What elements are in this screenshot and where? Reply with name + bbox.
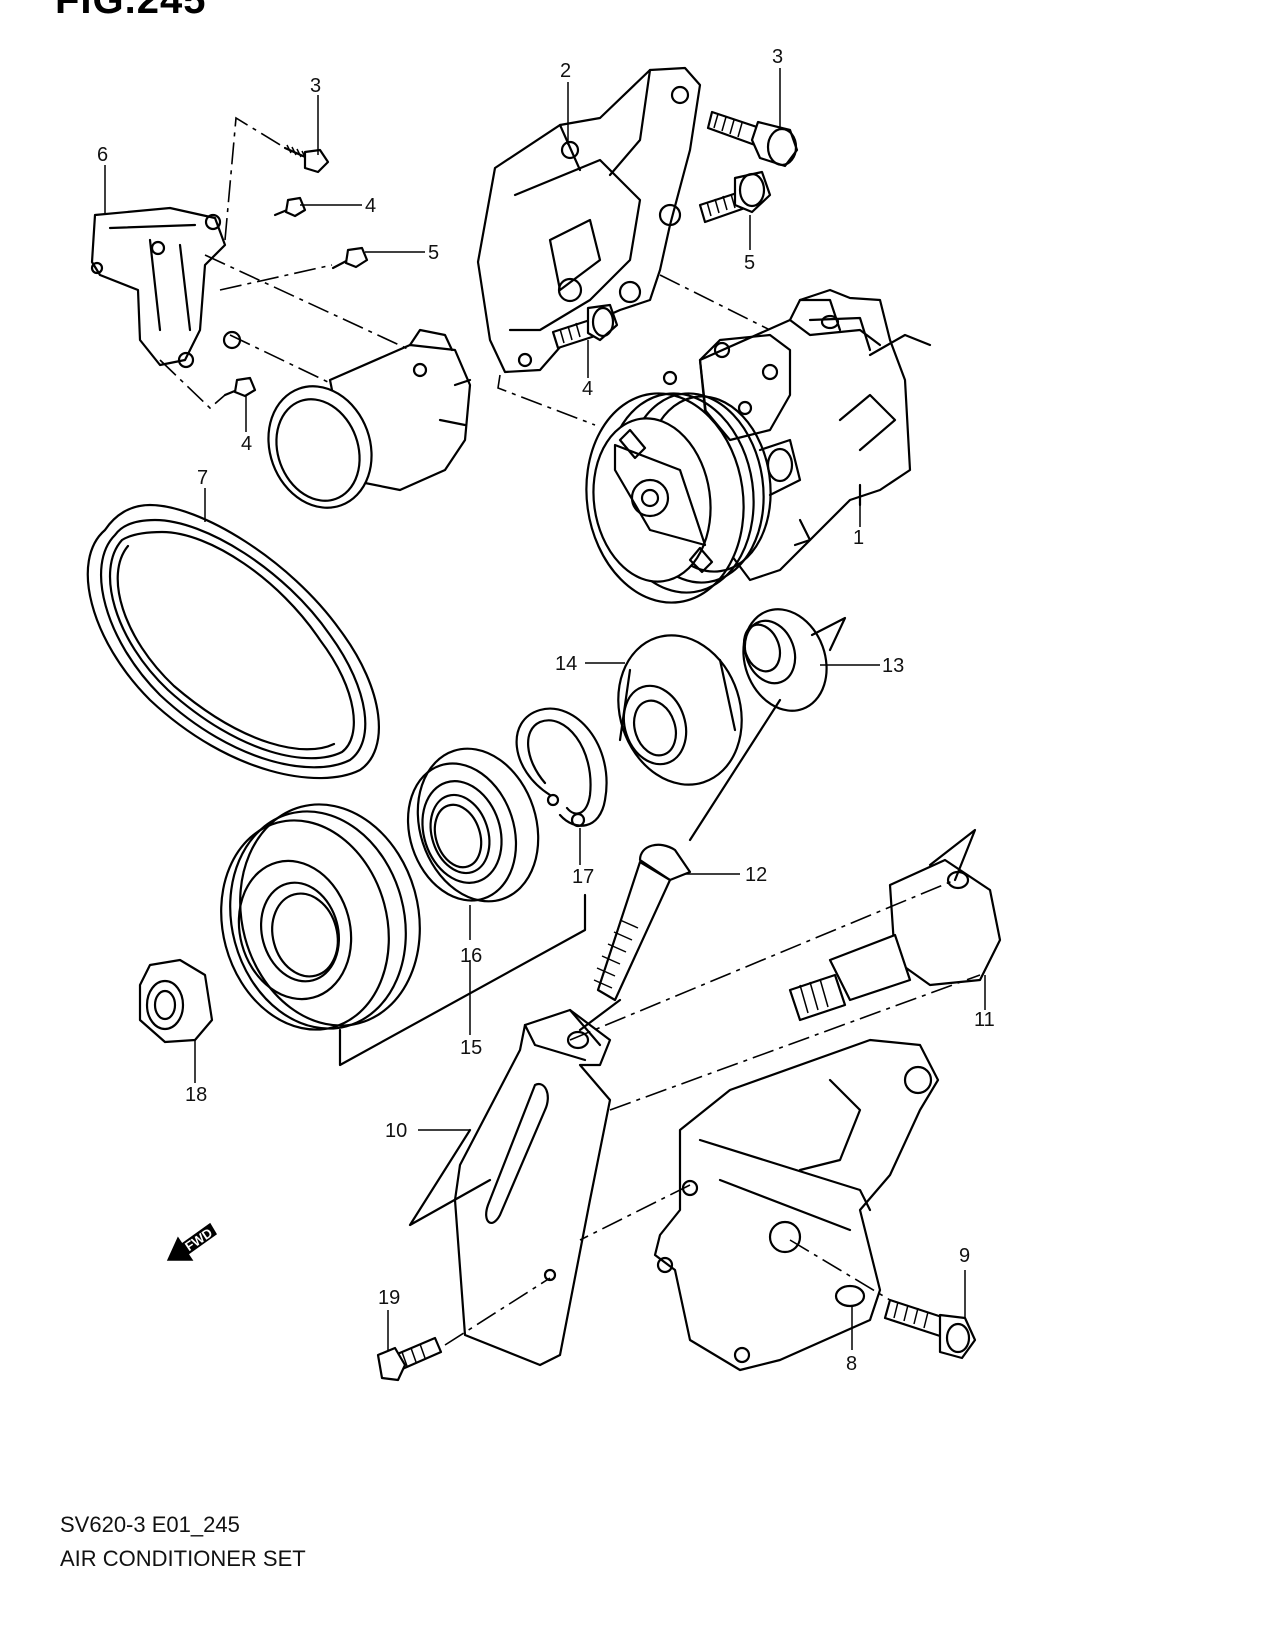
bolt-3-large	[706, 110, 799, 168]
bearing-part-16	[406, 747, 540, 903]
seal-part-13	[742, 608, 828, 712]
callout-9: 9	[959, 1245, 970, 1267]
bolt-4-large	[551, 303, 619, 350]
callout-16: 16	[460, 945, 482, 967]
bolt-part-19	[376, 1336, 443, 1382]
callout-5-small: 5	[428, 242, 439, 264]
bolt-3-small	[283, 144, 330, 174]
callout-6: 6	[97, 144, 108, 166]
callout-4-small-upper: 4	[365, 195, 376, 217]
callout-13: 13	[882, 655, 904, 677]
idler-pulley-part-15	[220, 803, 421, 1031]
callout-19: 19	[378, 1287, 400, 1309]
bolt-5-small	[331, 246, 369, 270]
nut-part-18	[138, 958, 214, 1044]
callout-4-large: 4	[582, 378, 593, 400]
callout-5-large: 5	[744, 252, 755, 274]
callout-12: 12	[745, 864, 767, 886]
callout-leaders	[104, 68, 986, 1350]
bolt-4-small-lower	[223, 376, 257, 398]
cover-part-14	[617, 634, 743, 786]
bolt-part-12	[593, 843, 692, 1002]
callout-labels: 2 3 3 6 4 5 5 4 4 7 1 14 13 17 12 16 11 …	[97, 46, 995, 1375]
snap-ring-part-17	[515, 707, 608, 828]
callout-18: 18	[185, 1084, 207, 1106]
fwd-arrow-icon: FWD	[166, 1222, 217, 1261]
figure-code: SV620-3 E01_245	[60, 1512, 240, 1537]
callout-4-small-lower: 4	[241, 433, 252, 455]
belt-part-7	[86, 503, 380, 780]
small-compressor	[267, 328, 472, 509]
callout-15: 15	[460, 1037, 482, 1059]
bolt-part-9	[883, 1298, 977, 1360]
callout-14: 14	[555, 653, 577, 675]
callout-11: 11	[974, 1009, 995, 1031]
bracket-part-2	[476, 66, 702, 374]
callout-2: 2	[560, 60, 571, 82]
compressor-part-1	[585, 288, 932, 604]
bracket-part-10	[453, 1008, 612, 1367]
small-bracket-part-6	[90, 206, 242, 369]
bracket-part-8	[653, 1038, 940, 1372]
callout-10: 10	[385, 1120, 407, 1142]
shaft-part-11	[788, 858, 1002, 1022]
bolt-4-small-upper	[273, 196, 307, 218]
callout-3-small: 3	[310, 75, 321, 97]
figure-title: FIG.245	[55, 0, 207, 22]
callout-1: 1	[853, 527, 864, 549]
bolt-5-large	[698, 170, 772, 224]
callout-3-large: 3	[772, 46, 783, 68]
callout-7: 7	[197, 467, 208, 489]
figure-name: AIR CONDITIONER SET	[60, 1546, 306, 1571]
callout-17: 17	[572, 866, 594, 888]
callout-8: 8	[846, 1353, 857, 1375]
